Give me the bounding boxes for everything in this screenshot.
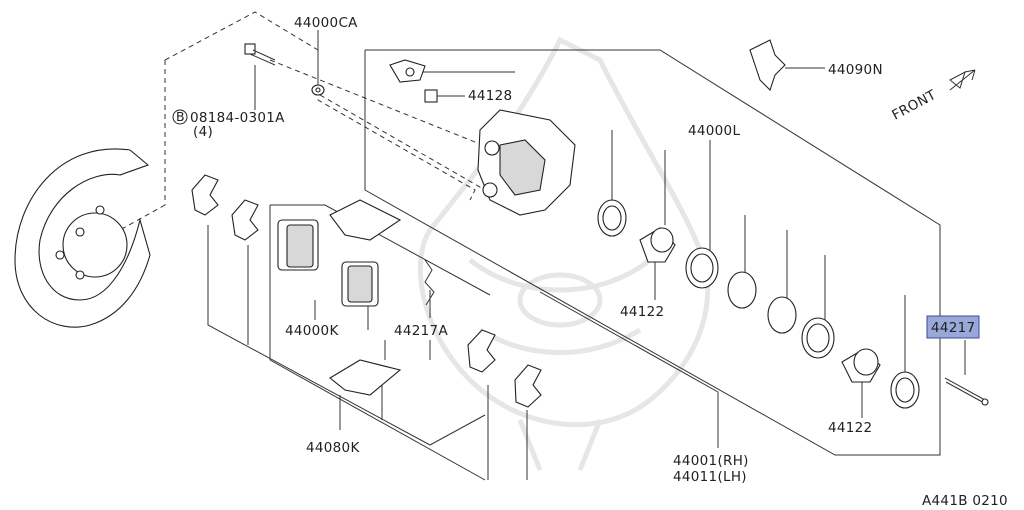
callout-44001-rh[interactable]: 44001(RH) [673,453,749,469]
brake-pad-1[interactable] [277,219,319,271]
diagram-code-label: A441B 0210 [922,493,1008,509]
callout-prefix: B [176,109,185,124]
leader-lines [119,11,966,481]
callout-44000CA[interactable]: 44000CA [294,15,358,31]
caliper-body[interactable] [477,109,576,216]
mounting-bolt[interactable] [244,43,276,66]
callout-44128[interactable]: 44128 [468,88,512,104]
callout-label: 44122 [620,304,664,320]
bleeder-cap[interactable] [389,59,426,83]
front-arrow [949,69,976,91]
shim-right-1[interactable] [467,329,496,373]
piston-1[interactable] [639,227,676,263]
callout-label: 44128 [468,88,512,104]
callout-44090N[interactable]: 44090N [828,62,883,78]
callout-44000K[interactable]: 44000K [285,323,339,339]
callout-44080K[interactable]: 44080K [306,440,360,456]
pad-spring[interactable] [424,259,435,306]
callout-label: 44011(LH) [673,469,747,485]
diagram-code: A441B 0210 [922,493,1008,509]
callout-label: 44090N [828,62,883,78]
backing-plate[interactable] [14,148,151,328]
callout-44122-upper[interactable]: 44122 [620,304,664,320]
front-label: FRONT [889,87,939,124]
callout-44122-lower[interactable]: 44122 [828,420,872,436]
shim-left-2[interactable] [231,199,259,241]
callout-label: 44217A [394,323,448,339]
dust-seal-2[interactable] [890,371,920,409]
piston-seal-1[interactable] [685,247,719,289]
selection-highlight [926,315,980,339]
shim-top[interactable] [329,199,402,241]
callout-08184-0301A[interactable]: B 08184-0301A (4) [172,109,285,140]
callout-44011-lh[interactable]: 44011(LH) [673,469,747,485]
piston-2[interactable] [841,348,881,383]
brake-pad-2[interactable] [341,261,379,307]
bleeder-screw[interactable] [424,89,455,103]
callout-44000L[interactable]: 44000L [688,123,740,139]
seal-disk-1[interactable] [727,271,757,309]
callout-label: 44000K [285,323,339,339]
front-indicator: FRONT [889,87,939,124]
seal-disk-2[interactable] [767,296,797,334]
piston-seal-2[interactable] [801,317,835,359]
shim-left-1[interactable] [191,174,219,216]
callout-label: 44217 [931,320,975,336]
torque-member-clip[interactable] [749,39,786,92]
bolt-symbol-icon [172,109,188,125]
callout-label: 44000L [688,123,740,139]
callout-label: 44001(RH) [673,453,749,469]
callout-qty: (4) [193,124,213,140]
shim-bottom[interactable] [329,359,402,396]
callout-label: 44122 [828,420,872,436]
callout-label: 08184-0301A [190,110,285,126]
callout-label: 44080K [306,440,360,456]
callout-label: 44000CA [294,15,358,31]
pad-pin[interactable] [944,377,989,406]
callout-44217A[interactable]: 44217A [394,323,448,339]
callout-44217[interactable]: 44217 [926,315,980,339]
washer[interactable] [311,84,325,96]
watermark-emblem [417,36,711,471]
shim-right-2[interactable] [514,364,542,408]
dust-seal-1[interactable] [597,199,627,237]
